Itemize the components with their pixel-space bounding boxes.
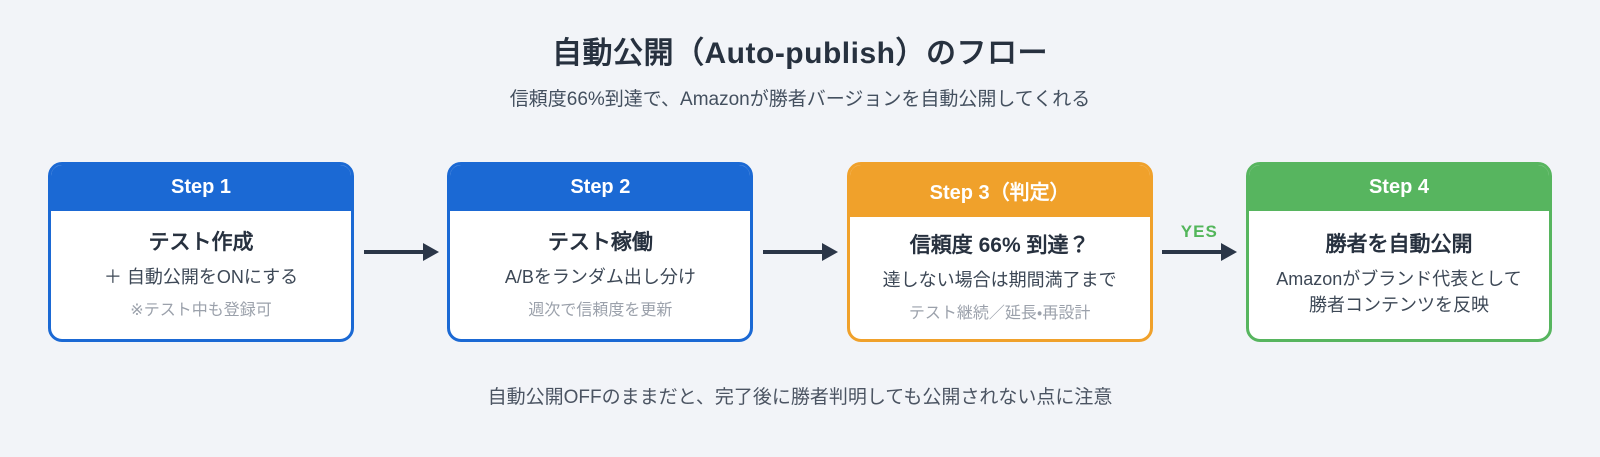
step-note: テスト継続／延長・再設計 [908,304,1091,322]
step-title: 信頼度 66% 到達？ [909,234,1090,258]
step-header: Step 4 [1248,165,1549,211]
step-body: テスト稼働 A/Bをランダム出し分け 週次で信頼度を更新 [450,211,750,339]
step-desc: ＋ 自動公開をONにする [103,267,299,288]
step-body: 勝者を自動公開 Amazonがブランド代表として 勝者コンテンツを反映 [1249,211,1549,339]
step-header: Step 1 [51,165,351,211]
step-desc: 達しない場合は期間満了まで [882,270,1117,291]
step-title: 勝者を自動公開 [1325,232,1473,256]
connector-1 [354,162,447,342]
page-header: 自動公開（Auto-publish）のフロー 信頼度66%到達で、Amazonが… [0,0,1600,111]
step-card-1: Step 1 テスト作成 ＋ 自動公開をONにする ※テスト中も登録可 [48,162,354,342]
step-card-2: Step 2 テスト稼働 A/Bをランダム出し分け 週次で信頼度を更新 [447,162,754,342]
step-header: Step 3（判定） [849,165,1150,217]
step-header: Step 2 [450,165,751,211]
connector-2 [753,162,846,342]
step-desc: A/Bをランダム出し分け [504,267,696,288]
page-subtitle: 信頼度66%到達で、Amazonが勝者バージョンを自動公開してくれる [509,89,1091,110]
yes-label: YES [1180,222,1218,241]
connector-3: YES [1153,162,1246,342]
footnote: 自動公開OFFのままだと、完了後に勝者判明しても公開されない点に注意 [487,387,1113,408]
flow-diagram: Step 1 テスト作成 ＋ 自動公開をONにする ※テスト中も登録可 Step… [48,162,1552,342]
arrow-right-icon [363,250,424,254]
step-title: テスト作成 [148,231,254,255]
page-title: 自動公開（Auto-publish）のフロー [552,37,1048,70]
step-card-3: Step 3（判定） 信頼度 66% 到達？ 達しない場合は期間満了まで テスト… [846,162,1153,342]
step-desc: Amazonがブランド代表として 勝者コンテンツを反映 [1276,268,1522,315]
arrow-right-icon [1162,250,1223,254]
step-note: 週次で信頼度を更新 [528,301,673,319]
step-title: テスト稼働 [547,231,653,255]
step-card-4: Step 4 勝者を自動公開 Amazonがブランド代表として 勝者コンテンツを… [1245,162,1552,342]
arrow-right-icon [762,250,823,254]
step-body: 信頼度 66% 到達？ 達しない場合は期間満了まで テスト継続／延長・再設計 [850,217,1150,339]
step-note: ※テスト中も登録可 [130,301,272,319]
step-body: テスト作成 ＋ 自動公開をONにする ※テスト中も登録可 [51,211,351,339]
